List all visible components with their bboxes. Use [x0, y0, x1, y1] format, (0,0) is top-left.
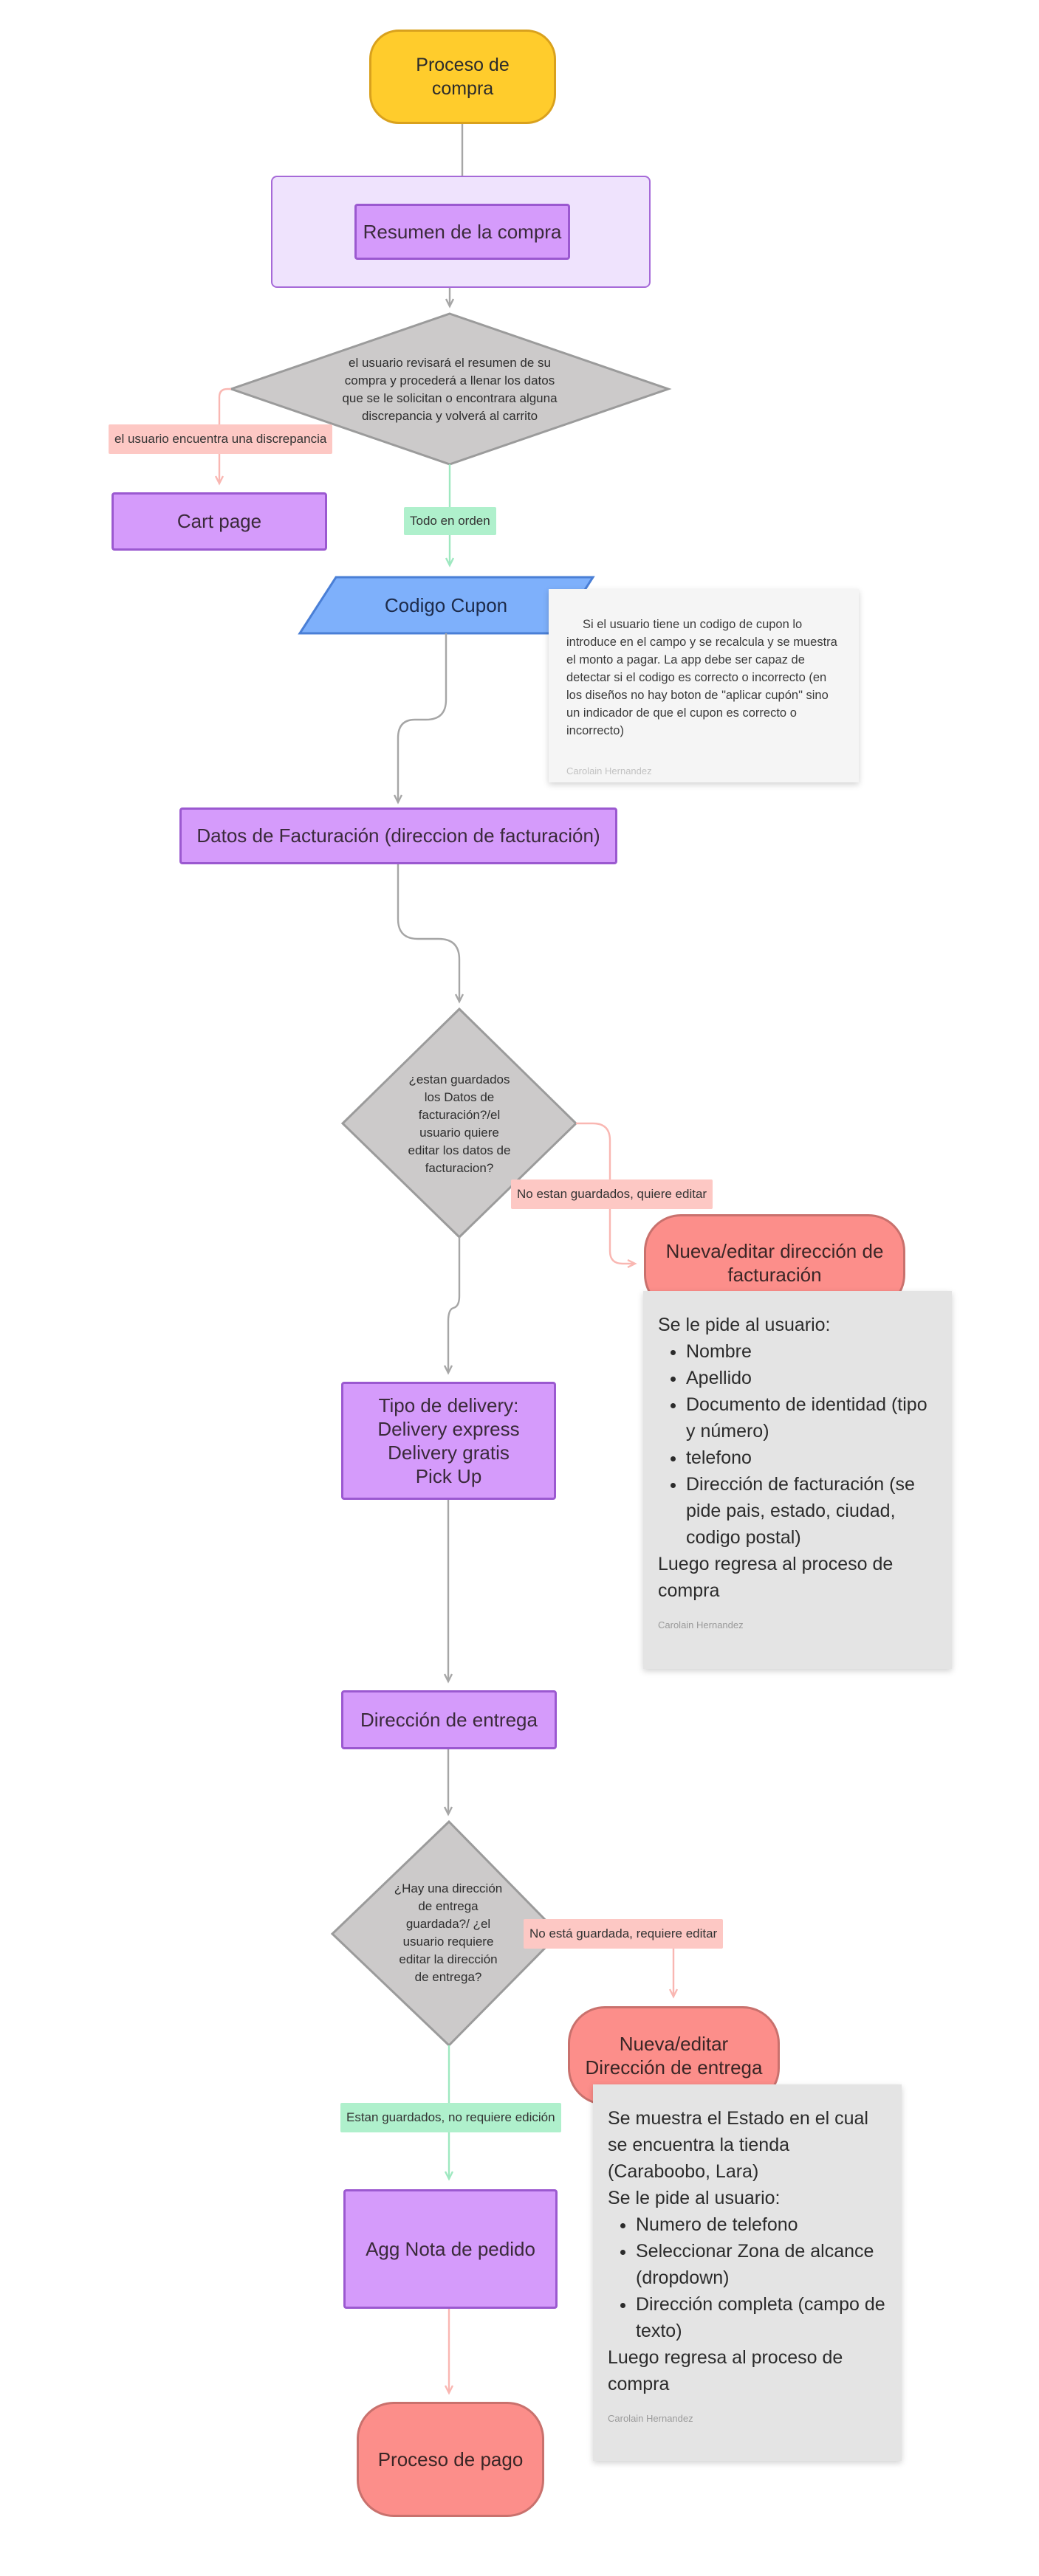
tipo-delivery-node: Tipo de delivery: Delivery express Deliv… — [341, 1382, 556, 1500]
tipo-delivery-option: Pick Up — [415, 1465, 482, 1487]
arrow-decision-to-cart — [219, 388, 231, 483]
arrow-decision-to-delivery — [448, 1237, 461, 1373]
nota-pedido-label: Agg Nota de pedido — [366, 2237, 535, 2260]
note-facturacion-item: Apellido — [686, 1365, 937, 1391]
note-facturacion-list: Nombre Apellido Documento de identidad (… — [658, 1338, 937, 1551]
note-entrega-author: Carolain Hernandez — [608, 2413, 693, 2424]
editar-entrega-label: Nueva/editar Dirección de entrega — [585, 2033, 763, 2079]
datos-facturacion-node: Datos de Facturación (direccion de factu… — [179, 807, 617, 864]
tipo-delivery-option: Delivery express — [377, 1418, 520, 1440]
start-node: Proceso de compra — [369, 30, 556, 124]
note-entrega-outro: Luego regresa al proceso de compra — [608, 2347, 843, 2394]
note-entrega-item: Numero de telefono — [636, 2211, 887, 2238]
tipo-delivery-title: Tipo de delivery: — [378, 1394, 519, 1416]
note-entrega-item: Seleccionar Zona de alcance (dropdown) — [636, 2238, 887, 2291]
cart-page-node: Cart page — [112, 492, 327, 551]
proceso-pago-label: Proceso de pago — [377, 2448, 524, 2470]
arrow-cupon-to-datos — [398, 633, 448, 802]
note-facturacion-intro: Se le pide al usuario: — [658, 1315, 831, 1335]
tag-guardados-entrega: Estan guardados, no requiere edición — [340, 2103, 561, 2132]
note-facturacion-outro: Luego regresa al proceso de compra — [658, 1554, 894, 1601]
decision-facturacion-text: ¿estan guardados los Datos de facturació… — [408, 1072, 511, 1175]
resumen-label: Resumen de la compra — [363, 220, 562, 243]
note-entrega-item: Dirección completa (campo de texto) — [636, 2291, 887, 2344]
arrow-datos-to-decision — [397, 864, 459, 1002]
proceso-pago-node: Proceso de pago — [357, 2402, 544, 2517]
codigo-cupon-label: Codigo Cupon — [384, 593, 508, 616]
note-entrega-list: Numero de telefono Seleccionar Zona de a… — [608, 2211, 887, 2344]
note-facturacion-item: Nombre — [686, 1338, 937, 1365]
nota-pedido-node: Agg Nota de pedido — [343, 2189, 558, 2309]
resumen-node: Resumen de la compra — [354, 204, 570, 260]
note-cupon-author: Carolain Hernandez — [566, 765, 652, 776]
datos-facturacion-label: Datos de Facturación (direccion de factu… — [196, 824, 600, 847]
start-label: Proceso de compra — [416, 55, 510, 99]
note-cupon-text: Si el usuario tiene un codigo de cupon l… — [566, 618, 837, 737]
note-facturacion-item: Dirección de facturación (se pide pais, … — [686, 1471, 937, 1551]
note-facturacion-item: telefono — [686, 1444, 937, 1471]
tipo-delivery-option: Delivery gratis — [388, 1442, 510, 1464]
tag-discrepancia: el usuario encuentra una discrepancia — [109, 424, 333, 454]
note-entrega: Se muestra el Estado en el cual se encue… — [593, 2084, 902, 2461]
note-entrega-subintro: Se le pide al usuario: — [608, 2188, 781, 2208]
cart-page-label: Cart page — [176, 510, 262, 532]
note-facturacion-author: Carolain Hernandez — [658, 1619, 744, 1630]
decision-resumen-text: el usuario revisará el resumen de su com… — [342, 356, 558, 423]
note-cupon: Si el usuario tiene un codigo de cupon l… — [549, 589, 859, 782]
note-facturacion-item: Documento de identidad (tipo y número) — [686, 1391, 937, 1444]
note-facturacion: Se le pide al usuario: Nombre Apellido D… — [643, 1291, 952, 1669]
direccion-entrega-node: Dirección de entrega — [341, 1690, 557, 1749]
decision-entrega-text: ¿Hay una dirección de entrega guardada?/… — [394, 1881, 503, 1984]
tag-no-guardados-facturacion: No estan guardados, quiere editar — [511, 1179, 713, 1209]
tag-todo-en-orden: Todo en orden — [404, 507, 496, 535]
editar-facturacion-label: Nueva/editar dirección de facturación — [665, 1240, 884, 1286]
direccion-entrega-label: Dirección de entrega — [360, 1708, 538, 1731]
tag-no-guardada-entrega: No está guardada, requiere editar — [524, 1919, 724, 1949]
note-entrega-intro: Se muestra el Estado en el cual se encue… — [608, 2108, 868, 2182]
